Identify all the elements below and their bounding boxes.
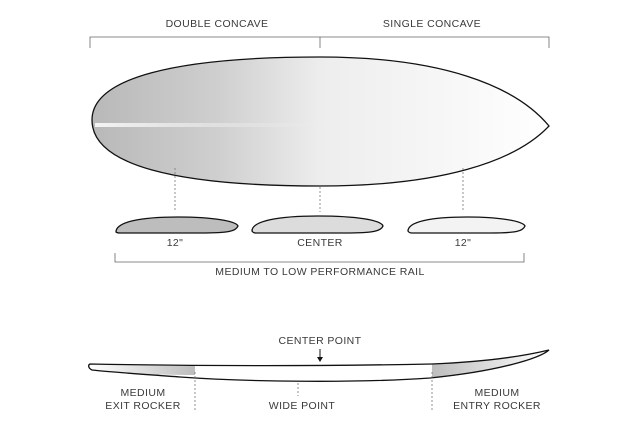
entry-rocker-label-line2: ENTRY ROCKER (453, 400, 541, 412)
rail-label-right: 12" (455, 237, 472, 249)
surfboard-profile (88, 349, 550, 382)
rail-label-center: CENTER (297, 237, 343, 249)
exit-rocker-label-line2: EXIT ROCKER (105, 400, 180, 412)
center-point-arrow-head (317, 357, 323, 362)
surfboard-outline (91, 56, 550, 187)
rocker-entry-shade (432, 351, 548, 378)
double-concave-label: DOUBLE CONCAVE (166, 18, 269, 30)
single-concave-label: SINGLE CONCAVE (383, 18, 481, 30)
rail-section-right (407, 216, 526, 234)
entry-rocker-label-line1: MEDIUM (475, 387, 520, 399)
rail-label-left: 12" (167, 237, 184, 249)
exit-rocker-label-line1: MEDIUM (121, 387, 166, 399)
rail-caption: MEDIUM TO LOW PERFORMANCE RAIL (215, 266, 424, 278)
rail-section-center (251, 215, 384, 234)
concave-bracket (89, 36, 550, 48)
center-point-label: CENTER POINT (279, 335, 362, 347)
rail-bracket (114, 253, 525, 263)
wide-point-label: WIDE POINT (269, 400, 336, 412)
rail-section-left (115, 216, 239, 234)
